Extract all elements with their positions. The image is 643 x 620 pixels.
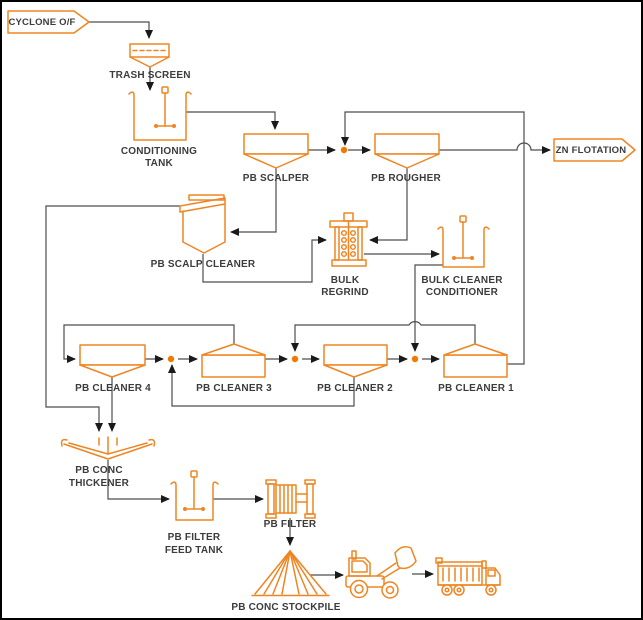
zn-flotation-tag bbox=[553, 138, 636, 162]
edge-conditioning-tank-to-scalper bbox=[186, 111, 279, 130]
pb-cleaner-4-label: PB CLEANER 4 bbox=[75, 383, 151, 394]
pb-conc-stockpile-icon bbox=[251, 550, 330, 597]
bulk-regrind-mill-icon bbox=[329, 212, 368, 267]
pb-scalp-cleaner-label: PB SCALP CLEANER bbox=[151, 259, 256, 270]
edge-scalper-conc-to-scalp-cleaner bbox=[230, 168, 277, 236]
edge-scalp-cleaner-of-to-thickener bbox=[45, 205, 180, 432]
pb-scalp-cleaner-icon bbox=[179, 194, 226, 254]
pb-filter-feed-tank-label-2: FEED TANK bbox=[165, 545, 224, 556]
bulk-cleaner-conditioner-label-1: BULK CLEANER bbox=[421, 275, 503, 286]
cyclone-of-tag bbox=[7, 10, 90, 34]
pb-scalper-label: PB SCALPER bbox=[243, 173, 310, 184]
junction-cleaner2-feed bbox=[291, 355, 299, 363]
conditioning-tank-icon bbox=[128, 86, 192, 141]
labels: CYCLONE O/F TRASH SCREEN CONDITIONING TA… bbox=[8, 17, 626, 613]
mill-screw-icon bbox=[340, 229, 357, 258]
conditioning-tank-label-2: TANK bbox=[145, 158, 173, 169]
junction-cleaner1-feed bbox=[411, 355, 419, 363]
pb-cleaner-3-label: PB CLEANER 3 bbox=[196, 383, 272, 394]
agitator-icon bbox=[452, 215, 474, 260]
pb-filter-feed-tank-icon bbox=[170, 470, 219, 521]
edge-cyclone-to-screen bbox=[89, 21, 153, 39]
agitator-icon bbox=[154, 86, 176, 128]
conditioning-tank-label-1: CONDITIONING bbox=[121, 146, 197, 157]
bulk-cleaner-conditioner-label-2: CONDITIONER bbox=[426, 287, 499, 298]
pb-conc-thickener-label-1: PB CONC bbox=[75, 465, 123, 476]
tank-shell bbox=[437, 226, 490, 268]
pb-cleaner-2-icon bbox=[323, 344, 388, 378]
pb-cleaner-1-label: PB CLEANER 1 bbox=[438, 383, 514, 394]
trash-screen-label: TRASH SCREEN bbox=[109, 70, 190, 81]
edge-conditioner-to-cleaner1-junction bbox=[411, 264, 443, 352]
edge-cleaner2-conc-to-cleaner3-junction bbox=[168, 364, 355, 407]
edge-rougher-conc-to-regrind bbox=[369, 168, 408, 244]
junction-cleaner3-feed bbox=[167, 355, 175, 363]
flow-lines bbox=[45, 21, 551, 579]
pb-conc-thickener-label-2: THICKENER bbox=[69, 478, 130, 489]
edge-thickener-uf-to-feed-tank bbox=[107, 460, 170, 503]
pb-rougher-icon bbox=[374, 133, 440, 169]
trash-screen-icon bbox=[129, 43, 170, 68]
cyclone-of-tag-shape bbox=[7, 10, 90, 34]
pb-filter-icon bbox=[265, 479, 316, 519]
edge-cleaner1-tails-to-rougher-junction bbox=[341, 111, 525, 365]
bulk-regrind-label-1: BULK bbox=[331, 275, 360, 286]
edge-cleaner1-conc-to-cleaner2-junction bbox=[291, 321, 476, 352]
pb-cleaner-1-icon bbox=[443, 343, 508, 378]
tank-shell bbox=[128, 91, 192, 141]
bulk-cleaner-conditioner-icon bbox=[437, 215, 490, 268]
zn-flotation-label: ZN FLOTATION bbox=[556, 145, 627, 156]
zn-flotation-tag-shape bbox=[553, 138, 636, 162]
junction-dots bbox=[167, 146, 419, 363]
front-end-loader-icon bbox=[345, 546, 417, 599]
bulk-regrind-label-2: REGRIND bbox=[321, 287, 369, 298]
tank-shell bbox=[170, 481, 219, 521]
pb-cleaner-4-icon bbox=[79, 344, 146, 378]
pb-cleaner-2-label: PB CLEANER 2 bbox=[317, 383, 393, 394]
agitator-icon bbox=[183, 470, 205, 511]
junction-rougher-feed bbox=[340, 146, 348, 154]
pb-filter-feed-tank-label-1: PB FILTER bbox=[168, 532, 221, 543]
pb-conc-thickener-icon bbox=[60, 436, 156, 460]
edge-cleaner3-conc-to-cleaner4 bbox=[63, 324, 235, 363]
pb-scalper-icon bbox=[243, 133, 309, 169]
pb-rougher-label: PB ROUGHER bbox=[371, 173, 441, 184]
dump-truck-icon bbox=[435, 557, 501, 596]
edge-rougher-tails-to-zn bbox=[439, 142, 551, 154]
pb-filter-label: PB FILTER bbox=[264, 519, 317, 530]
pb-conc-stockpile-label: PB CONC STOCKPILE bbox=[231, 602, 340, 613]
edge-scalp-cleaner-uf-to-regrind bbox=[202, 236, 327, 283]
pb-cleaner-3-icon bbox=[201, 343, 266, 378]
cyclone-of-label: CYCLONE O/F bbox=[8, 17, 75, 28]
